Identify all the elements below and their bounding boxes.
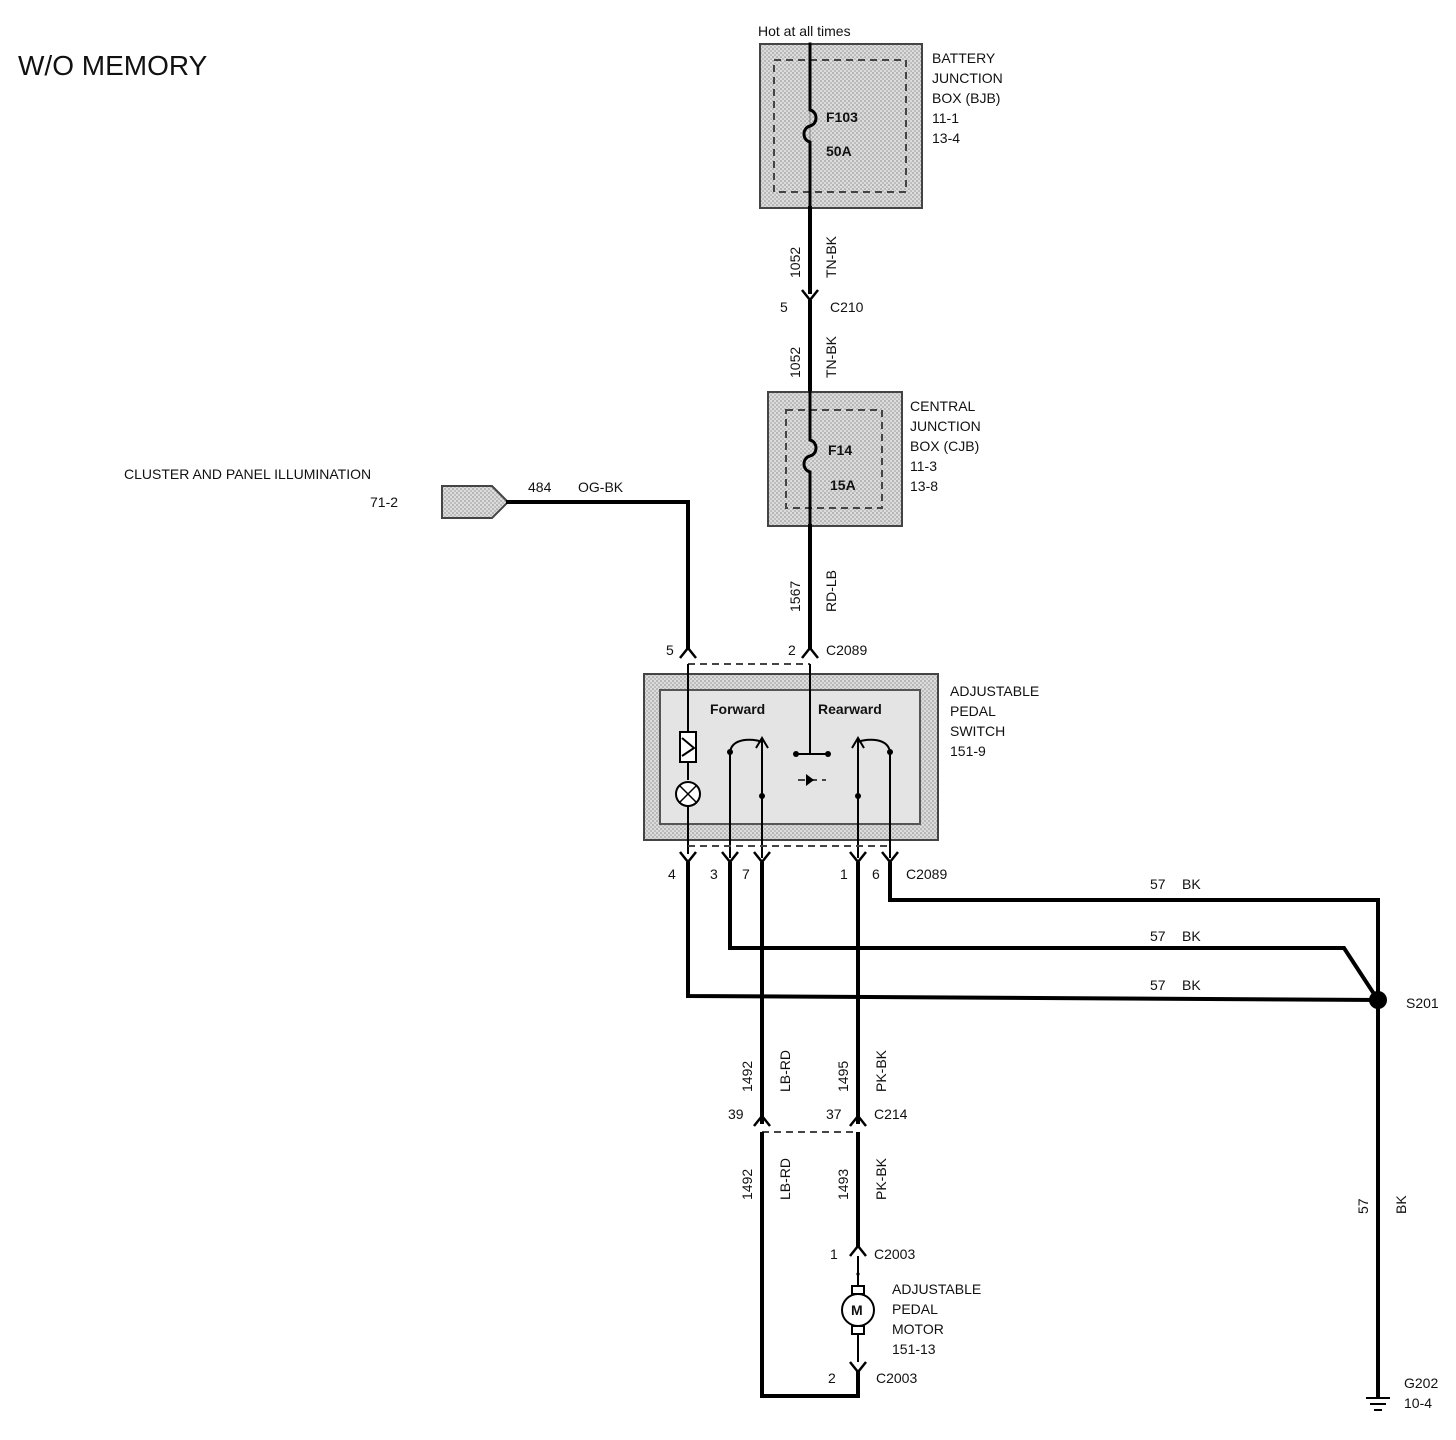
cjb-fuse-rating: 15A <box>830 477 856 493</box>
c2089-bottom-pin: 6 <box>872 866 880 882</box>
pedal-motor <box>841 1256 875 1362</box>
wire-1052-upper-color: TN-BK <box>823 235 839 278</box>
wire-1495-circuit: 1495 <box>835 1061 851 1092</box>
bjb-label-line: 11-1 <box>932 110 959 126</box>
connector-c2003-top-icon <box>849 1243 867 1257</box>
wire-57-pin3-circuit: 57 <box>1150 928 1166 944</box>
switch-label-line: 151-9 <box>950 743 986 759</box>
wire-484 <box>506 500 690 650</box>
wire-1493-color: PK-BK <box>873 1157 889 1200</box>
motor-label-line: MOTOR <box>892 1321 944 1337</box>
wire-57-pin6-color: BK <box>1182 876 1201 892</box>
splice-s201-label: S201 <box>1406 995 1439 1011</box>
c2089-bottom-pin: 4 <box>668 866 676 882</box>
switch-rearward-label: Rearward <box>818 701 882 717</box>
wire-57-pin3 <box>728 862 1381 1003</box>
wire-1567-color: RD-LB <box>823 570 839 612</box>
battery-junction-box <box>759 43 923 209</box>
switch-label: ADJUSTABLE PEDAL SWITCH 151-9 <box>950 683 1039 759</box>
cjb-label-line: BOX (CJB) <box>910 438 979 454</box>
motor-symbol: M <box>851 1302 863 1318</box>
connector-c2089-bottom-icon <box>679 845 899 865</box>
fuse-f103-icon <box>802 42 818 210</box>
wire-motor-return <box>760 1370 860 1398</box>
switch-forward-label: Forward <box>710 701 765 717</box>
cjb-label-line: 11-3 <box>910 458 937 474</box>
ground-g202-label: G202 <box>1404 1375 1438 1391</box>
c210-label: C210 <box>830 299 864 315</box>
c2003-bottom-label: C2003 <box>876 1370 917 1386</box>
wire-57-ground-circuit: 57 <box>1355 1198 1371 1214</box>
cjb-label-line: 13-8 <box>910 478 938 494</box>
wire-1492-upper-circuit: 1492 <box>739 1061 755 1092</box>
bjb-label-line: 13-4 <box>932 130 960 146</box>
cjb-label-line: JUNCTION <box>910 418 981 434</box>
c2003-bottom-pin: 2 <box>828 1370 836 1386</box>
cjb-label: CENTRAL JUNCTION BOX (CJB) 11-3 13-8 <box>910 398 981 494</box>
c2089-top-pin2: 2 <box>788 642 796 658</box>
wire-1052-upper-circuit: 1052 <box>787 247 803 278</box>
c2089-bottom-pin: 1 <box>840 866 848 882</box>
illumination-label: CLUSTER AND PANEL ILLUMINATION <box>124 466 371 482</box>
wire-1495-color: PK-BK <box>873 1049 889 1092</box>
wire-57-pin4 <box>686 862 1381 1003</box>
cjb-label-line: CENTRAL <box>910 398 976 414</box>
connector-c2089-top-icon <box>679 645 819 665</box>
wire-57-pin3-color: BK <box>1182 928 1201 944</box>
central-junction-box <box>767 391 903 527</box>
wire-1492-lower-color: LB-RD <box>777 1158 793 1200</box>
ground-g202-ref: 10-4 <box>1404 1395 1432 1411</box>
wire-57-ground-color: BK <box>1393 1195 1409 1214</box>
c2003-top-label: C2003 <box>874 1246 915 1262</box>
fuse-f14-icon <box>802 390 818 528</box>
c2089-bottom-pin: 7 <box>742 866 750 882</box>
wire-1052-lower-circuit: 1052 <box>787 347 803 378</box>
c2003-top-pin: 1 <box>830 1246 838 1262</box>
bjb-label-line: BOX (BJB) <box>932 90 1000 106</box>
wire-1052-lower-color: TN-BK <box>823 335 839 378</box>
wire-1492-upper-color: LB-RD <box>777 1050 793 1092</box>
switch-label-line: SWITCH <box>950 723 1005 739</box>
bjb-label-line: JUNCTION <box>932 70 1003 86</box>
wire-57-pin4-color: BK <box>1182 977 1201 993</box>
motor-label-line: 151-13 <box>892 1341 936 1357</box>
motor-label: ADJUSTABLE PEDAL MOTOR 151-13 <box>892 1281 981 1357</box>
bjb-fuse-label: F103 <box>826 109 858 125</box>
wire-1492-lower-circuit: 1492 <box>739 1169 755 1200</box>
wire-57-pin6 <box>888 862 1380 1002</box>
wire-57-pin4-circuit: 57 <box>1150 977 1166 993</box>
c214-pin39: 39 <box>728 1106 744 1122</box>
connector-c214-icon <box>753 1113 867 1133</box>
hot-at-all-times-label: Hot at all times <box>758 23 851 39</box>
motor-label-line: PEDAL <box>892 1301 938 1317</box>
wire-484-circuit: 484 <box>528 479 552 495</box>
c2089-top-pin5: 5 <box>666 642 674 658</box>
bjb-label-line: BATTERY <box>932 50 996 66</box>
illumination-connector-icon <box>441 485 510 519</box>
c2089-bottom-label: C2089 <box>906 866 947 882</box>
cjb-fuse-label: F14 <box>828 442 852 458</box>
ground-g202-icon <box>1366 1397 1390 1411</box>
c2089-top-label: C2089 <box>826 642 867 658</box>
c210-pin: 5 <box>780 299 788 315</box>
wire-484-color: OG-BK <box>578 479 624 495</box>
c214-label: C214 <box>874 1106 908 1122</box>
motor-label-line: ADJUSTABLE <box>892 1281 981 1297</box>
wire-1567-circuit: 1567 <box>787 581 803 612</box>
switch-label-line: ADJUSTABLE <box>950 683 1039 699</box>
bjb-label: BATTERY JUNCTION BOX (BJB) 11-1 13-4 <box>932 50 1003 146</box>
c214-pin37: 37 <box>826 1106 842 1122</box>
wire-57-pin6-circuit: 57 <box>1150 876 1166 892</box>
switch-label-line: PEDAL <box>950 703 996 719</box>
diagram-title: W/O MEMORY <box>18 50 208 81</box>
c2089-bottom-pin: 3 <box>710 866 718 882</box>
bjb-fuse-rating: 50A <box>826 143 852 159</box>
switch-internals <box>675 664 893 858</box>
wire-1493-circuit: 1493 <box>835 1169 851 1200</box>
illumination-ref: 71-2 <box>370 494 398 510</box>
